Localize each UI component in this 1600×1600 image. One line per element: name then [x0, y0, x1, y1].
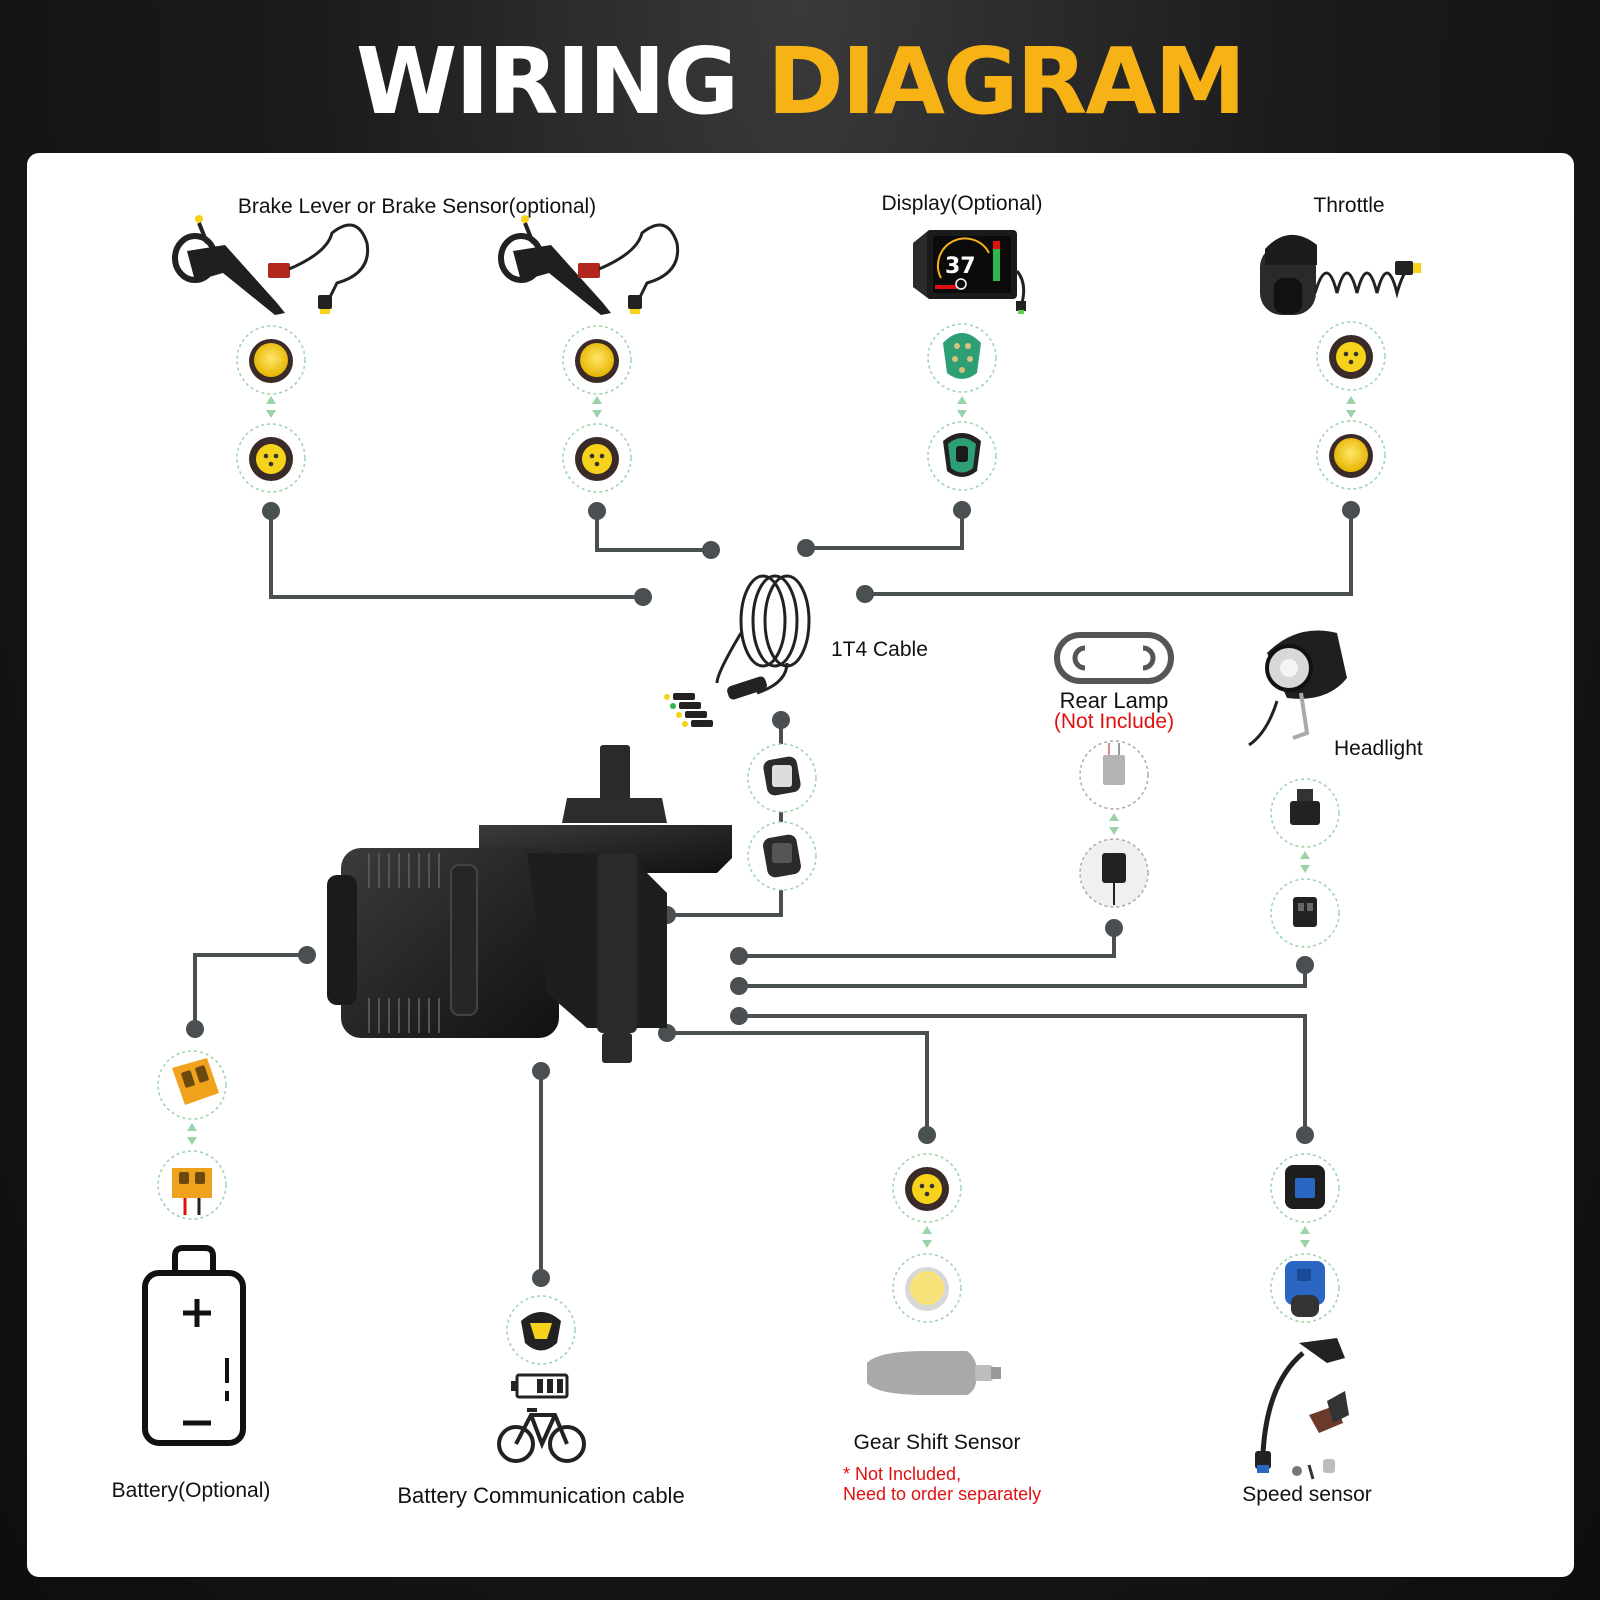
gear-shift-sensor-device	[867, 1351, 1001, 1395]
brake-lever-right	[498, 215, 611, 315]
battery-icon	[142, 1245, 246, 1446]
title-part-wiring: WIRING	[355, 28, 739, 135]
label-battery: Battery(Optional)	[111, 1479, 271, 1502]
display-connector-pair	[927, 323, 997, 491]
rear-lamp-device	[1054, 632, 1174, 684]
throttle-connector-pair	[1316, 321, 1386, 490]
throttle-device	[1260, 234, 1421, 315]
brake-sensor-right	[578, 223, 680, 314]
display-device: 37	[913, 230, 1026, 314]
1t4-motor-connector-pair	[747, 743, 817, 891]
mid-drive-motor	[327, 745, 732, 1063]
label-throttle: Throttle	[1313, 194, 1385, 217]
title-part-diagram: DIAGRAM	[767, 28, 1246, 135]
label-rear-lamp: Rear Lamp	[1059, 688, 1169, 713]
wire-throttle	[865, 510, 1353, 596]
speed-sensor-connector-pair	[1270, 1153, 1340, 1323]
label-gear-note-line1: * Not Included,	[843, 1464, 962, 1484]
brake-sensor-left	[268, 223, 370, 314]
wire-speed-sensor	[739, 1014, 1307, 1135]
brake-right-connector-pair	[562, 325, 632, 493]
brake-lever-left	[172, 215, 285, 315]
wire-battery	[193, 953, 307, 1029]
bike-battery-icon	[497, 1373, 586, 1463]
display-speed-readout: 37	[945, 254, 976, 279]
speed-sensor-device	[1255, 1338, 1349, 1480]
battery-comm-connector	[506, 1295, 576, 1365]
1t4-cable	[664, 574, 811, 727]
label-battery-comm: Battery Communication cable	[397, 1483, 685, 1508]
label-speed-sensor: Speed sensor	[1242, 1483, 1372, 1506]
rear-lamp-connector-pair	[1079, 740, 1149, 908]
wire-display	[806, 510, 964, 550]
label-1t4-cable: 1T4 Cable	[831, 638, 928, 661]
wire-gear-shift	[667, 1031, 929, 1135]
wire-terminal-dots	[186, 501, 1360, 1287]
battery-connector-pair	[157, 1050, 227, 1220]
headlight-device	[1248, 630, 1347, 747]
headlight-connector-pair	[1270, 778, 1340, 948]
label-display: Display(Optional)	[881, 192, 1043, 215]
wire-rear-lamp	[739, 928, 1116, 958]
label-brake: Brake Lever or Brake Sensor(optional)	[237, 195, 597, 218]
label-gear-shift: Gear Shift Sensor	[853, 1431, 1021, 1454]
wire-brake-left	[269, 511, 643, 599]
diagram-card: 37	[27, 153, 1574, 1577]
page-title: WIRING DIAGRAM	[0, 22, 1600, 142]
wire-brake-right	[595, 511, 711, 552]
label-gear-note-line2: Need to order separately	[843, 1484, 1042, 1504]
label-rear-lamp-note: (Not Include)	[1053, 710, 1175, 733]
gear-shift-connector-pair	[892, 1153, 962, 1323]
diagram-canvas: 37	[142, 215, 1421, 1480]
brake-left-connector-pair	[236, 325, 306, 493]
label-headlight: Headlight	[1334, 737, 1423, 760]
wire-headlight	[739, 965, 1307, 988]
